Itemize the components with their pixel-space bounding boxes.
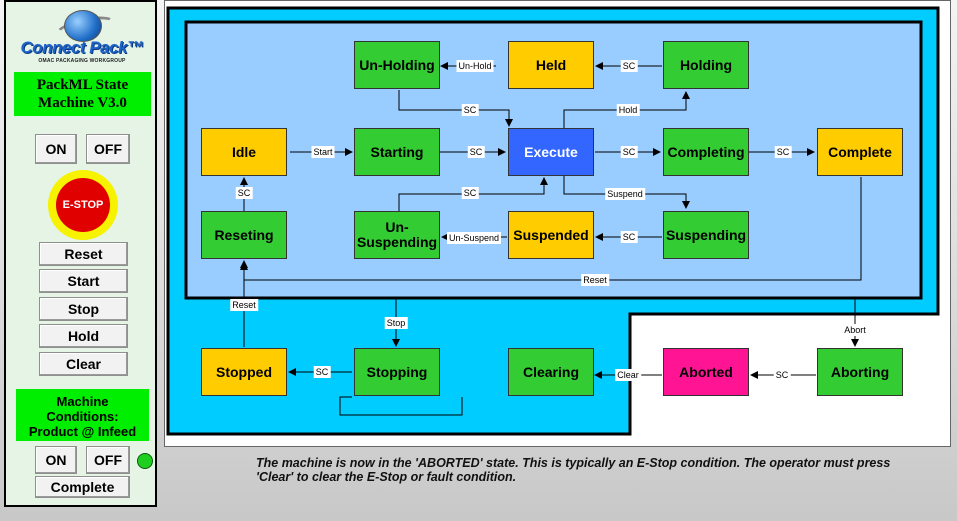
transition-sc: SC [774, 146, 792, 158]
transition-un-hold: Un-Hold [456, 60, 494, 72]
transition-suspend: Suspend [605, 188, 645, 200]
state-aborted: Aborted [663, 348, 749, 396]
globe-icon [64, 10, 102, 42]
state-completing: Completing [663, 128, 749, 176]
state-unsuspending: Un- Suspending [354, 211, 440, 259]
stop-button[interactable]: Stop [39, 297, 128, 321]
transition-sc: SC [461, 104, 479, 116]
connect-pack-logo: Connect Pack™ OMAC PACKAGING WORKGROUP [16, 10, 146, 68]
state-execute: Execute [508, 128, 594, 176]
transition-stop: Stop [384, 317, 408, 329]
control-panel: Connect Pack™ OMAC PACKAGING WORKGROUP P… [4, 0, 157, 507]
transition-hold: Hold [616, 104, 640, 116]
transition-sc: SC [313, 366, 331, 378]
transition-reset: Reset [581, 274, 609, 286]
state-aborting: Aborting [817, 348, 903, 396]
start-button[interactable]: Start [39, 269, 128, 293]
state-clearing: Clearing [508, 348, 594, 396]
state-reseting: Reseting [201, 211, 287, 259]
estop-label: E-STOP [56, 178, 110, 232]
state-idle: Idle [201, 128, 287, 176]
estop-button[interactable]: E-STOP [48, 170, 118, 240]
state-holding: Holding [663, 41, 749, 89]
state-suspended: Suspended [508, 211, 594, 259]
reset-button[interactable]: Reset [39, 242, 128, 266]
transition-sc: SC [773, 369, 791, 381]
state-held: Held [508, 41, 594, 89]
state-suspending: Suspending [663, 211, 749, 259]
transition-sc: SC [467, 146, 485, 158]
state-stopped: Stopped [201, 348, 287, 396]
transition-start: Start [311, 146, 335, 158]
panel-title: PackML State Machine V3.0 [14, 72, 151, 116]
machine-conditions-label: Machine Conditions: Product @ Infeed [16, 389, 149, 441]
status-message: The machine is now in the 'ABORTED' stat… [256, 456, 891, 484]
transition-clear: Clear [615, 369, 641, 381]
transition-sc: SC [461, 187, 479, 199]
transition-sc: SC [620, 231, 638, 243]
product-on-button[interactable]: ON [35, 446, 77, 474]
power-on-button[interactable]: ON [35, 134, 77, 164]
status-led-icon [137, 453, 153, 469]
transition-sc: SC [620, 60, 638, 72]
hold-button[interactable]: Hold [39, 324, 128, 348]
transition-reset: Reset [230, 299, 258, 311]
complete-button[interactable]: Complete [35, 476, 130, 498]
logo-subtext: OMAC PACKAGING WORKGROUP [38, 58, 126, 64]
state-diagram: Un-Holding Held Holding Idle Starting Ex… [164, 0, 951, 447]
transition-sc: SC [620, 146, 638, 158]
product-off-button[interactable]: OFF [86, 446, 130, 474]
transition-sc: SC [235, 187, 253, 199]
logo-text: Connect Pack™ [20, 38, 144, 57]
clear-button[interactable]: Clear [39, 352, 128, 376]
state-unholding: Un-Holding [354, 41, 440, 89]
state-starting: Starting [354, 128, 440, 176]
state-complete: Complete [817, 128, 903, 176]
transition-abort: Abort [842, 324, 868, 336]
transition-un-suspend: Un-Suspend [446, 232, 502, 244]
power-off-button[interactable]: OFF [86, 134, 130, 164]
state-stopping: Stopping [354, 348, 440, 396]
